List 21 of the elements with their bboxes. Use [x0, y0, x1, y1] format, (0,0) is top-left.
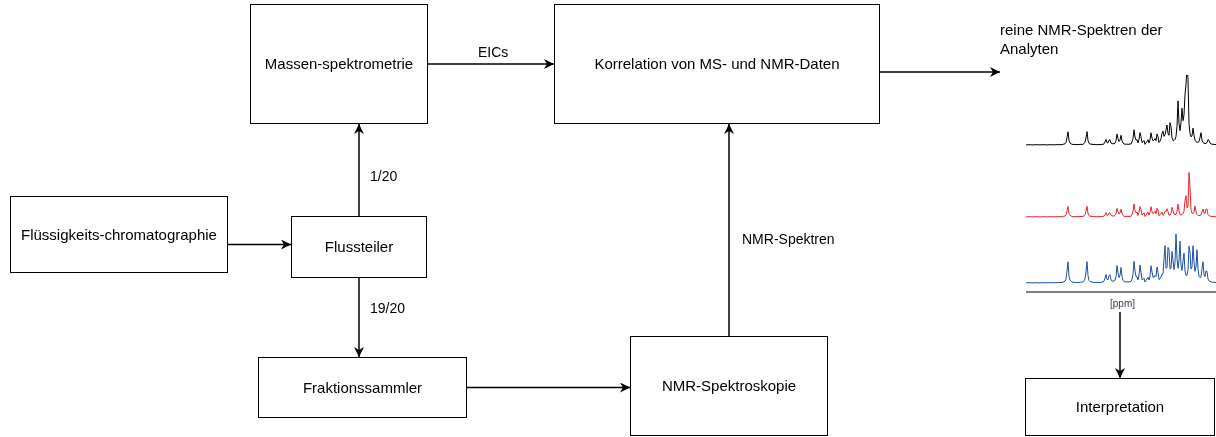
- process-box: NMR-Spektroskopie: [630, 336, 828, 436]
- arrow: [879, 67, 1001, 77]
- spectra-heading: reine NMR-Spektren der Analyten: [1000, 20, 1164, 58]
- process-box: Fraktionssammler: [258, 357, 467, 418]
- edge-label: NMR-Spektren: [742, 230, 835, 249]
- arrow: [354, 277, 364, 358]
- edge-label: 1/20: [370, 167, 398, 186]
- arrow: [354, 123, 364, 217]
- arrow: [466, 382, 631, 393]
- arrow: [1115, 311, 1125, 379]
- process-box: Massen-spektrometrie: [250, 4, 428, 124]
- process-box: Flussteiler: [291, 216, 427, 278]
- arrow: [427, 59, 555, 69]
- process-box: Flüssigkeits-chromatographie: [10, 196, 228, 273]
- axis-unit: [ppm]: [1110, 297, 1135, 311]
- edge-label: 19/20: [370, 299, 406, 318]
- arrow: [227, 239, 292, 250]
- process-box: Interpretation: [1025, 378, 1215, 436]
- edge-label: EICs: [478, 43, 509, 62]
- arrow: [724, 123, 734, 337]
- process-box: Korrelation von MS- und NMR-Daten: [554, 4, 880, 124]
